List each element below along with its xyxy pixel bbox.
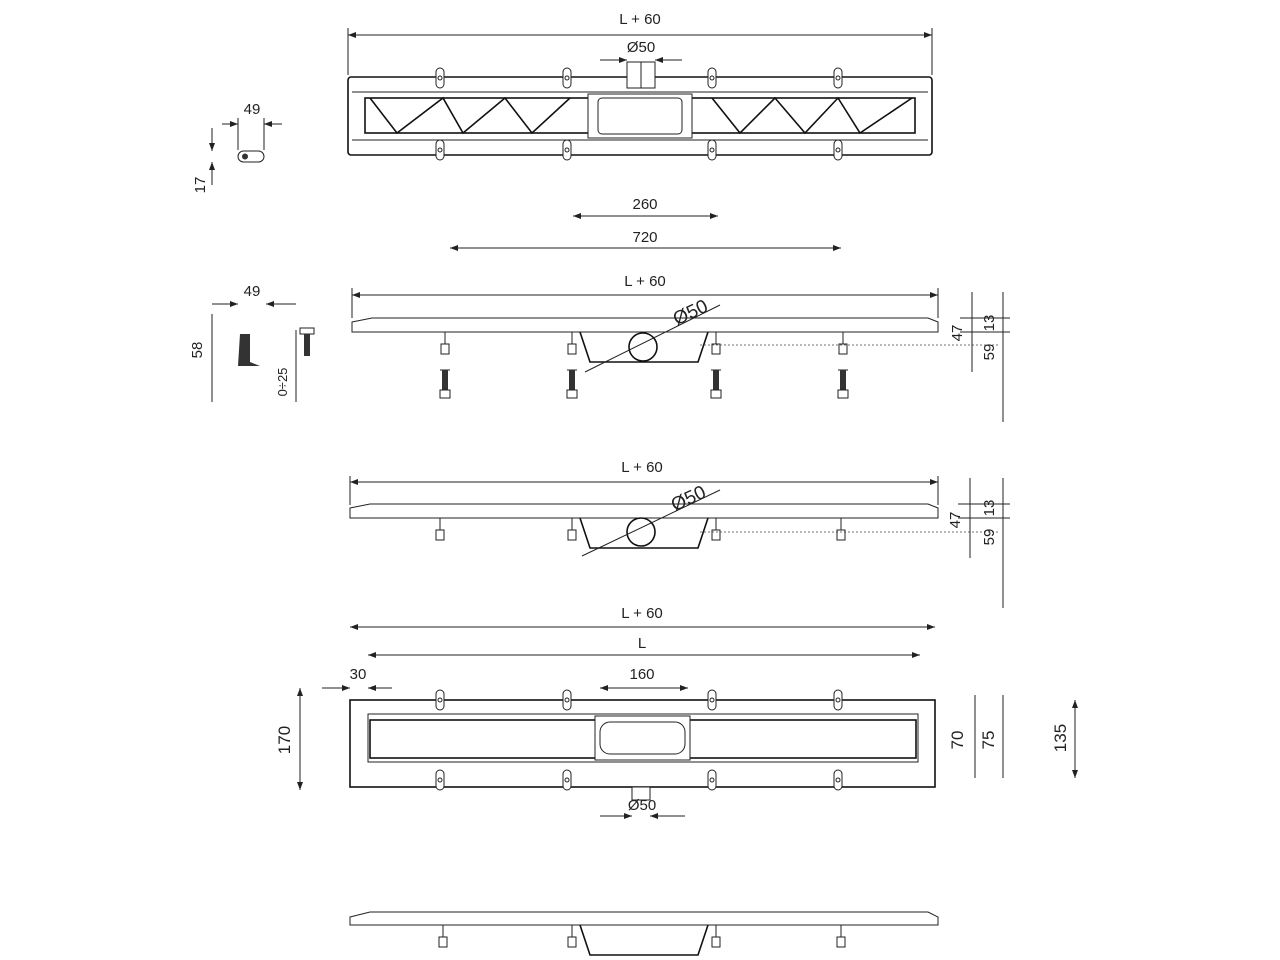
dim-foot-width: 49 bbox=[244, 283, 261, 300]
clip-icon bbox=[237, 150, 265, 163]
dim-height-59: 59 bbox=[981, 529, 998, 546]
dim-overall-length: L + 60 bbox=[619, 11, 661, 28]
dim-width: 170 bbox=[275, 726, 294, 754]
dim-adjustment-range: 0÷25 bbox=[275, 368, 290, 397]
dim-span-inner: 260 bbox=[632, 196, 657, 213]
dim-overall-length: L + 60 bbox=[624, 273, 666, 290]
dim-height-13: 13 bbox=[981, 500, 998, 517]
dim-clip-height: 17 bbox=[192, 177, 209, 194]
dim-outlet-diameter: Ø50 bbox=[628, 797, 656, 814]
dim-foot-height: 58 bbox=[189, 342, 206, 359]
foot-icon bbox=[238, 334, 260, 366]
outlet-circle bbox=[626, 517, 656, 547]
side-view-without-feet: L + 60 Ø50 47 13 59 bbox=[349, 459, 1010, 608]
plan-view: L + 60 L 30 160 Ø50 170 70 75 135 bbox=[275, 605, 1078, 819]
dim-outlet-diameter: Ø50 bbox=[627, 39, 655, 56]
dim-inner-width: 70 bbox=[948, 731, 967, 750]
dim-edge: 30 bbox=[350, 666, 367, 683]
dim-channel-width: 75 bbox=[979, 731, 998, 750]
top-view: L + 60 Ø50 49 17 260 720 bbox=[192, 11, 933, 251]
dim-overall-length: L + 60 bbox=[621, 459, 663, 476]
dim-clip-width: 49 bbox=[244, 101, 261, 118]
dim-span-outer: 720 bbox=[632, 229, 657, 246]
dim-overall-length: L + 60 bbox=[621, 605, 663, 622]
dim-height-59: 59 bbox=[981, 344, 998, 361]
bottom-side-view bbox=[349, 911, 939, 956]
dim-length: L bbox=[638, 635, 646, 652]
outlet-circle bbox=[628, 332, 658, 362]
dim-height-13: 13 bbox=[981, 315, 998, 332]
dim-height-47: 47 bbox=[947, 512, 964, 529]
dim-total-width: 135 bbox=[1051, 724, 1070, 752]
dim-height-47: 47 bbox=[949, 325, 966, 342]
side-view-with-feet: L + 60 Ø50 47 13 59 49 58 0÷25 bbox=[189, 273, 1010, 422]
dim-center: 160 bbox=[629, 666, 654, 683]
